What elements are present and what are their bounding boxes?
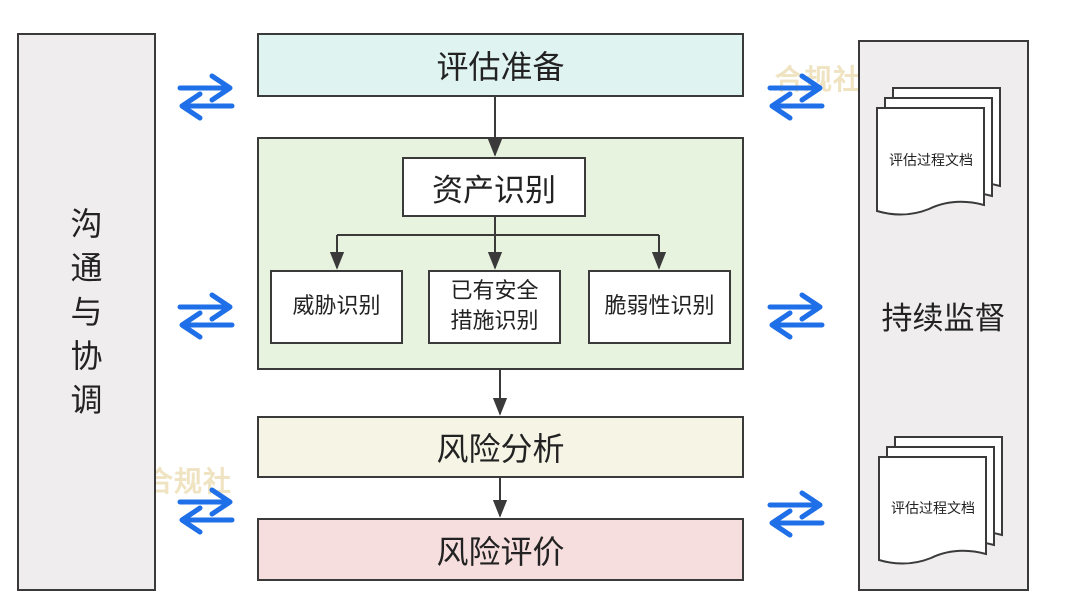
- stage-measures: 已有安全措施识别: [428, 270, 561, 344]
- stage-threat-label: 威胁识别: [292, 294, 381, 319]
- stage-analysis: 风险分析: [257, 416, 744, 478]
- document-label: 评估过程文档: [891, 501, 975, 517]
- communication-label: 沟通与协调: [70, 205, 103, 419]
- document-stack-icon: [876, 87, 1001, 216]
- double-arrow-icon: [770, 295, 822, 337]
- communication-panel: 沟通与协调: [17, 33, 156, 591]
- stage-measures-label: 已有安全措施识别: [450, 279, 539, 334]
- stage-asset-label: 资产识别: [432, 172, 556, 209]
- monitoring-label: 持续监督: [881, 301, 1006, 337]
- stage-evaluation-label: 风险评价: [436, 532, 565, 571]
- document-stack-icon: [878, 436, 1003, 565]
- double-arrow-icon: [770, 76, 822, 118]
- stage-vulnerability-label: 脆弱性识别: [604, 294, 715, 319]
- double-arrow-icon: [770, 493, 822, 535]
- stage-evaluation: 风险评价: [257, 518, 744, 581]
- stage-analysis-label: 风险分析: [436, 430, 565, 468]
- double-arrow-icon: [180, 295, 232, 337]
- double-arrow-icon: [180, 490, 232, 532]
- double-arrow-icon: [180, 76, 232, 118]
- stage-prepare: 评估准备: [257, 33, 744, 97]
- document-label: 评估过程文档: [889, 153, 973, 169]
- stage-asset: 资产识别: [402, 157, 586, 217]
- stage-prepare-label: 评估准备: [436, 48, 565, 86]
- stage-threat: 威胁识别: [270, 270, 403, 344]
- stage-vulnerability: 脆弱性识别: [588, 270, 731, 344]
